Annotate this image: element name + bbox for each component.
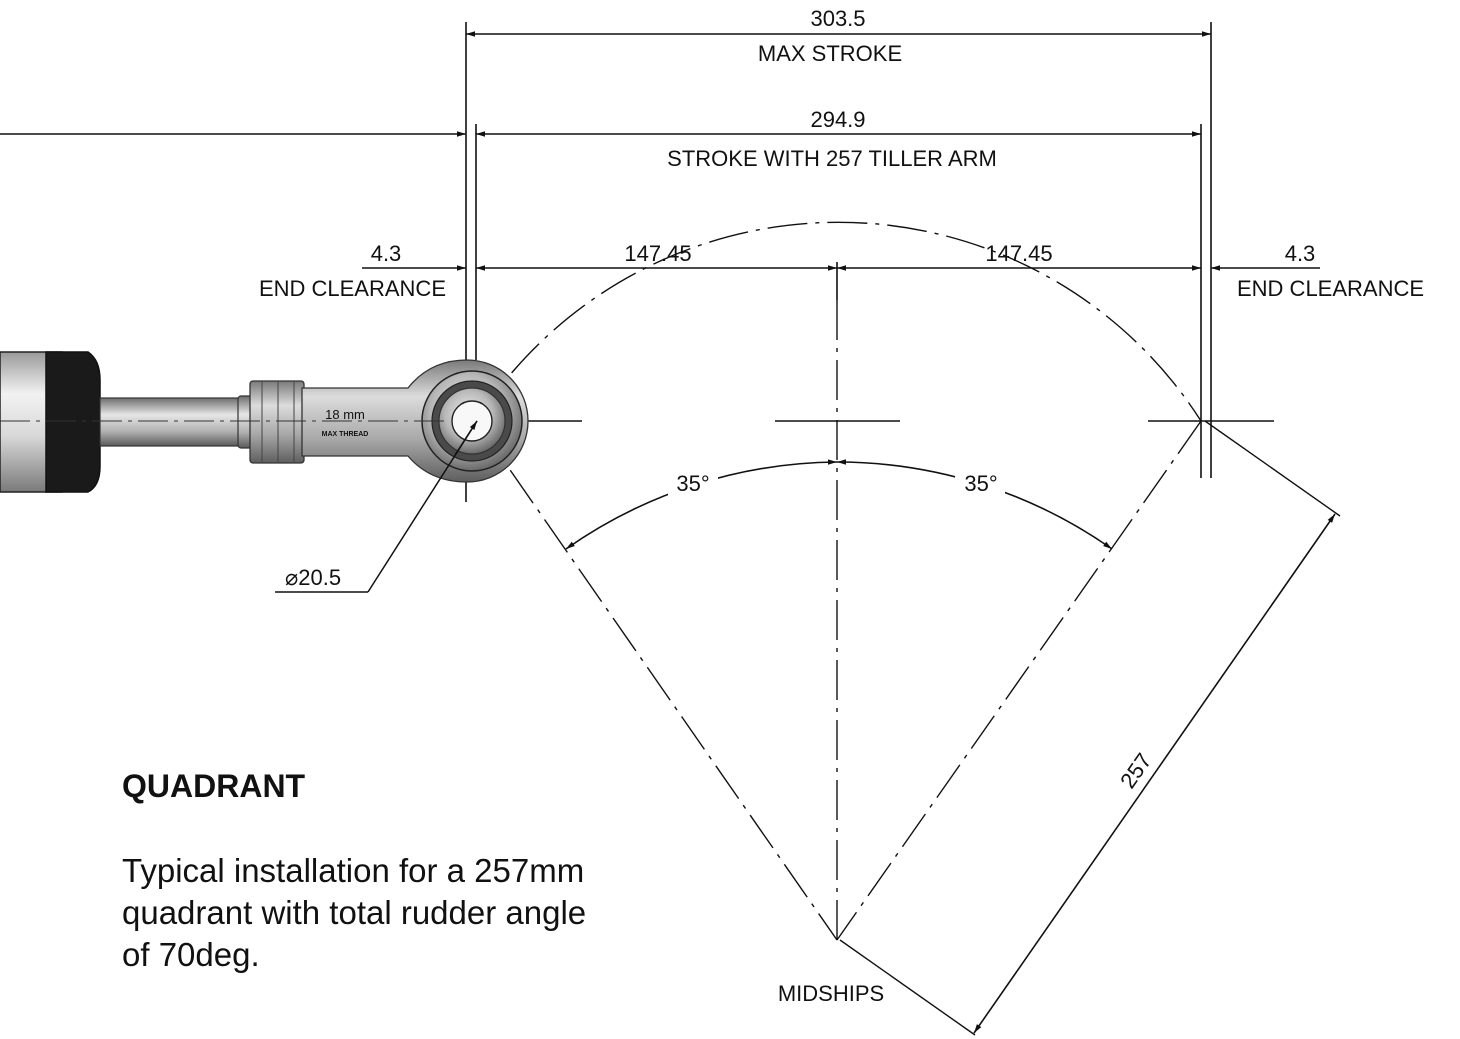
angle-right-value: 35° — [964, 471, 997, 496]
clearance-left-value: 4.3 — [371, 241, 402, 266]
arm-length-dim-line — [973, 513, 1336, 1034]
centre-lines — [475, 221, 1274, 941]
max-stroke-label: MAX STROKE — [758, 41, 902, 66]
rod-end-bore — [451, 400, 493, 442]
diameter-callout: ⌀20.5 — [275, 420, 478, 593]
arm-left-centreline — [475, 420, 838, 941]
midships-label: MIDSHIPS — [778, 981, 884, 1006]
arm-length-value: 257 — [1115, 748, 1157, 792]
diameter-value: ⌀20.5 — [285, 565, 341, 590]
max-stroke-value: 303.5 — [810, 6, 865, 31]
piston-rod — [99, 397, 247, 447]
angle-dimensions: 35° 35° — [565, 459, 1113, 550]
actuator-assembly: 18 mm MAX THREAD — [0, 351, 529, 493]
arm-right-centreline — [836, 420, 1202, 941]
clearance-left-label: END CLEARANCE — [259, 276, 446, 301]
extension-lines — [465, 22, 1212, 502]
clearance-right-label: END CLEARANCE — [1237, 276, 1424, 301]
swing-arc-centreline — [475, 221, 1202, 422]
tiller-stroke-dimension: 294.9 STROKE WITH 257 TILLER ARM — [0, 107, 1201, 171]
thread-note-label: MAX THREAD — [322, 431, 369, 438]
diameter-arrow-line — [454, 420, 478, 456]
half-stroke-dimensions: 4.3 END CLEARANCE 147.45 147.45 4.3 END … — [259, 241, 1424, 301]
angle-left-value: 35° — [676, 471, 709, 496]
thread-size-label: 18 mm — [325, 407, 365, 422]
tiller-stroke-value: 294.9 — [810, 107, 865, 132]
max-stroke-dimension: 303.5 MAX STROKE — [466, 6, 1211, 66]
arm-length-dimension: 257 — [839, 420, 1341, 1036]
note-title: QUADRANT — [122, 768, 306, 804]
note-body: Typical installation for a 257mm quadran… — [122, 852, 587, 973]
cylinder-end-cap — [45, 351, 101, 493]
clearance-right-value: 4.3 — [1285, 241, 1316, 266]
lock-nut — [249, 380, 305, 464]
tiller-stroke-label: STROKE WITH 257 TILLER ARM — [667, 146, 997, 171]
